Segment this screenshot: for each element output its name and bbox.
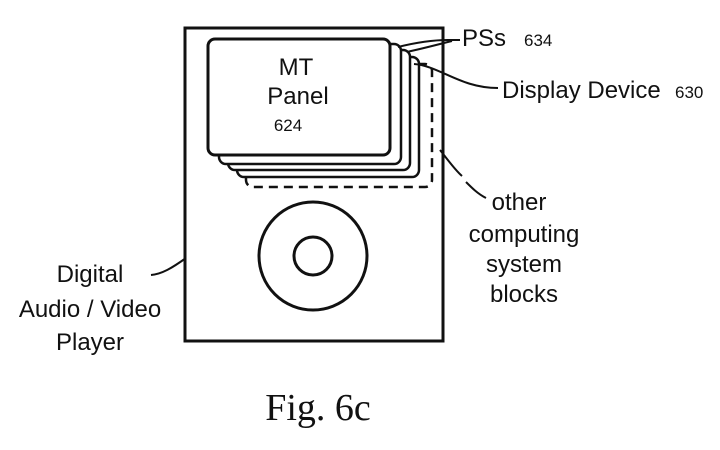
pss-ref: 634 <box>524 31 552 50</box>
player-label-line3: Player <box>56 329 124 356</box>
mt-panel-ref: 624 <box>274 116 302 135</box>
player-label-line2: Audio / Video <box>19 296 161 323</box>
display-device-label: Display Device <box>502 77 661 104</box>
player-leader <box>150 257 187 276</box>
display-device-ref: 630 <box>675 83 703 102</box>
other-blocks-line2: computing <box>469 221 580 248</box>
other-blocks-line1: other <box>492 189 547 216</box>
player-body <box>183 26 445 343</box>
pss-leader-2 <box>406 40 453 53</box>
mt-panel <box>206 37 392 157</box>
other-blocks-leader <box>439 149 487 199</box>
click-wheel <box>257 200 369 312</box>
figure-caption: Fig. 6c <box>265 387 371 429</box>
other-blocks-line4: blocks <box>490 281 558 308</box>
other-blocks-line3: system <box>486 251 562 278</box>
mt-panel-line1: MT <box>279 54 314 81</box>
mt-panel-line2: Panel <box>267 83 328 110</box>
player-label-line1: Digital <box>57 261 124 288</box>
center-button <box>292 235 334 277</box>
display-leader <box>413 63 499 89</box>
pss-label: PSs <box>462 25 506 52</box>
pss-leader <box>397 39 460 48</box>
